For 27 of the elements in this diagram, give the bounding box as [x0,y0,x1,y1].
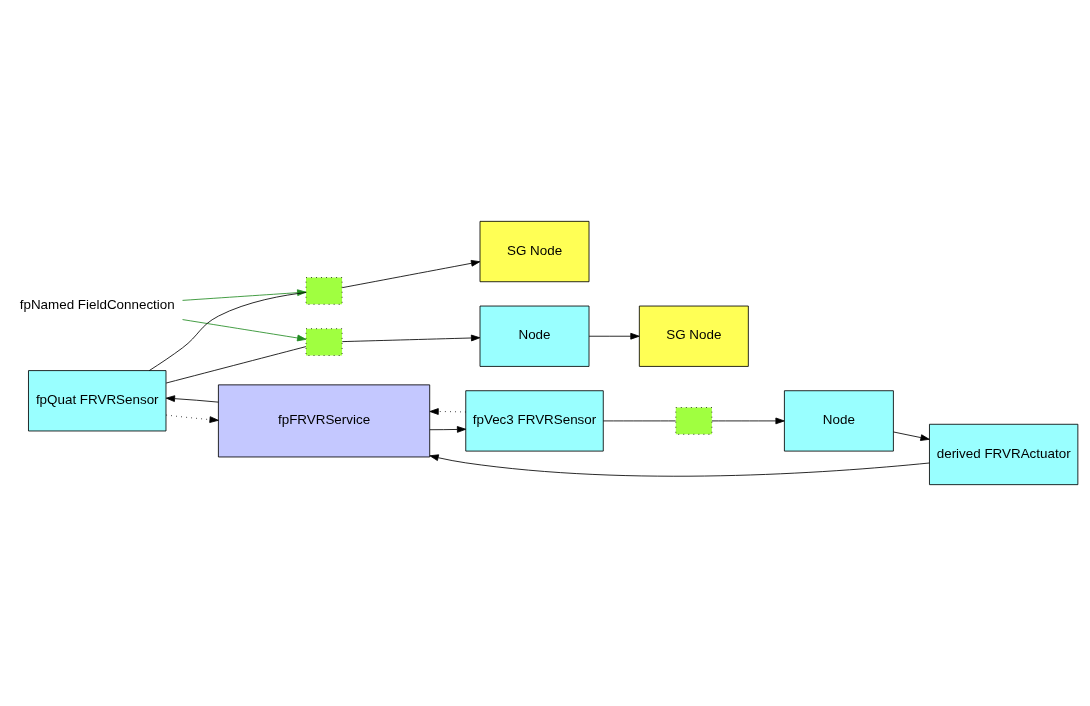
arrow [182,289,307,301]
node-box [305,328,343,356]
node-text: fpNamed FieldConnection [19,297,175,313]
arrow [182,319,307,342]
node-box: Node [783,390,894,452]
connector [602,420,676,422]
arrow [893,431,930,441]
node-box: fpVec3 FRVRSensor [465,390,604,452]
arrow [588,332,640,340]
arrow [711,417,785,425]
node-box: SG Node [479,220,590,283]
node-box: fpQuat FRVRSensor [28,370,167,432]
arrow [429,454,930,477]
node-box: fpFRVRService [218,384,431,458]
arrow [165,414,219,423]
connector [165,346,307,384]
arrow [341,334,481,343]
arrow [429,426,467,433]
arrow [341,259,481,289]
connector [148,292,307,371]
node-box: derived FRVRActuator [929,423,1079,486]
arrow [165,395,219,403]
node-box [675,407,713,435]
node-box: Node [479,305,590,367]
arrow [429,408,467,415]
node-box: SG Node [638,305,749,367]
node-box [305,277,343,305]
